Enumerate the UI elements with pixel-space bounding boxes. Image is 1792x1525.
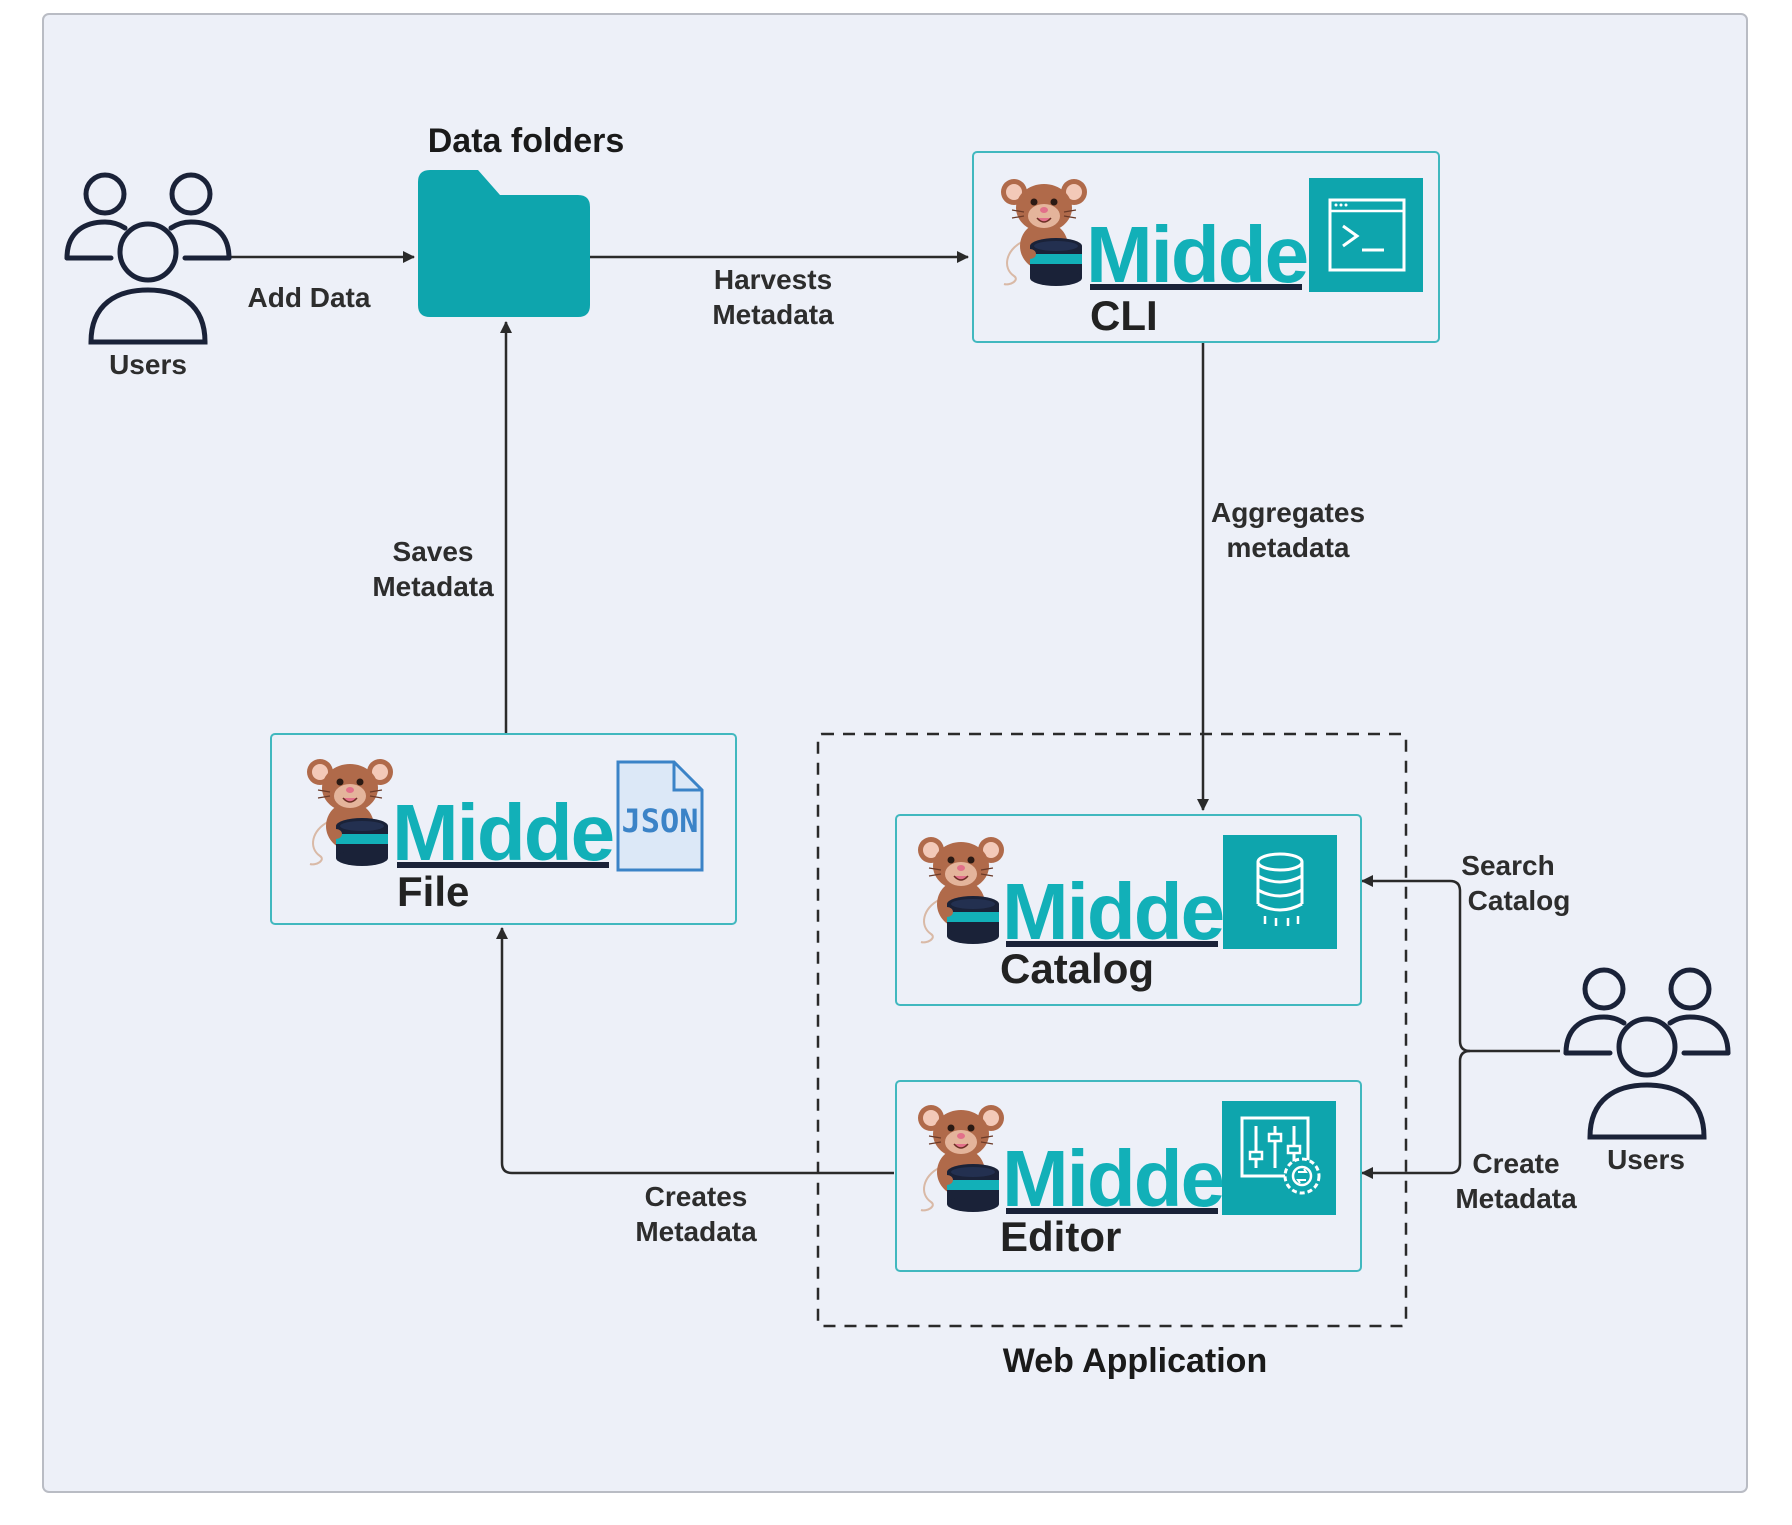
edge-label-add-data: Add Data <box>248 282 371 313</box>
cli-label: CLI <box>1090 292 1158 339</box>
database-icon <box>1223 835 1337 949</box>
edge-label-harvests-2: Metadata <box>712 299 834 330</box>
edge-label-aggregates-2: metadata <box>1227 532 1350 563</box>
json-file-icon: JSON <box>616 760 704 872</box>
data-folders-label: Data folders <box>428 122 625 160</box>
catalog-label: Catalog <box>1000 945 1154 992</box>
editor-brand-underline <box>1006 1208 1218 1214</box>
editor-label: Editor <box>1000 1213 1121 1260</box>
edge-label-saves-2: Metadata <box>372 571 494 602</box>
catalog-brand-underline <box>1006 941 1218 947</box>
edge-label-create-1: Create <box>1472 1148 1559 1179</box>
users-left-label: Users <box>109 349 187 380</box>
users-left: Users <box>67 175 229 380</box>
edge-label-search-2: Catalog <box>1468 885 1571 916</box>
edge-label-creates-1: Creates <box>645 1181 748 1212</box>
midden-cli-node: Midden CLI <box>972 151 1440 343</box>
cli-brand-underline <box>1090 284 1302 290</box>
midden-catalog-node: Midden Catalog <box>895 814 1362 1006</box>
settings-sliders-icon <box>1222 1101 1336 1215</box>
data-folders-node: Data folders <box>418 122 624 317</box>
users-right: Users <box>1566 970 1728 1175</box>
folder-icon <box>418 170 590 317</box>
edge-label-saves-1: Saves <box>393 536 474 567</box>
edge-create <box>1361 1049 1471 1179</box>
edge-label-creates-2: Metadata <box>635 1216 757 1247</box>
web-application-label: Web Application <box>1003 1342 1267 1380</box>
edge-creates <box>496 927 894 1175</box>
edge-label-create-2: Metadata <box>1455 1183 1577 1214</box>
edge-label-harvests-1: Harvests <box>714 264 832 295</box>
file-label: File <box>397 868 469 915</box>
users-right-label: Users <box>1607 1144 1685 1175</box>
edge-label-aggregates-1: Aggregates <box>1211 497 1365 528</box>
terminal-icon <box>1309 178 1423 292</box>
edge-label-search-1: Search <box>1461 850 1554 881</box>
file-brand-underline <box>397 862 609 868</box>
midden-file-node: Midden File JSON <box>270 733 737 925</box>
midden-editor-node: Midden Editor <box>895 1080 1362 1272</box>
json-icon-text: JSON <box>621 802 698 840</box>
